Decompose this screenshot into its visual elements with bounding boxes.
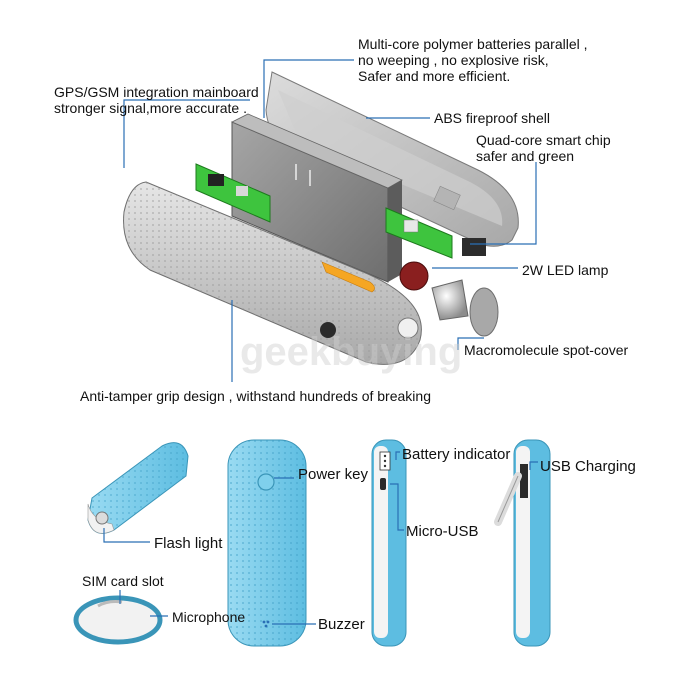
leader-lines-top	[123, 59, 537, 382]
device-front	[227, 439, 307, 647]
batteries-callout-line-1: Multi-core polymer batteries parallel ,	[358, 36, 588, 52]
grip-callout: Anti-tamper grip design , withstand hund…	[80, 388, 431, 404]
battery-indicator-label: Battery indicator	[402, 446, 511, 463]
chip-callout-line-2: safer and green	[476, 148, 575, 164]
flash-light-label: Flash light	[154, 535, 223, 552]
battery-block	[231, 113, 403, 283]
abs-shell	[265, 71, 519, 247]
shell-callout: ABS fireproof shell	[434, 110, 550, 126]
grip-body	[123, 181, 422, 365]
micro-usb-leader	[390, 483, 404, 531]
battery-indicator-leader	[395, 451, 400, 460]
device-end-cap	[73, 595, 163, 645]
mainboard-callout-line-2: stronger signal,more accurate .	[54, 100, 247, 116]
device-angled	[87, 442, 189, 534]
flash-light-leader	[103, 528, 150, 543]
mainboard-callout-line-1: GPS/GSM integration mainboard	[54, 84, 259, 100]
led-lamp-assembly	[399, 261, 499, 337]
chip-callout-line-1: Quad-core smart chip	[476, 132, 611, 148]
microphone-label: Microphone	[172, 609, 246, 625]
usb-charging-leader	[529, 461, 538, 470]
lamp-callout: 2W LED lamp	[522, 262, 609, 278]
power-key-label: Power key	[298, 466, 369, 483]
usb-charging-label: USB Charging	[540, 458, 636, 475]
batteries-callout-line-2: no weeping , no explosive risk,	[358, 52, 549, 68]
mainboard-pcb	[195, 163, 486, 259]
device-side-right	[494, 439, 551, 647]
device-side-left	[371, 439, 407, 647]
cover-callout: Macromolecule spot-cover	[464, 342, 629, 358]
batteries-callout-line-3: Safer and more efficient.	[358, 68, 511, 84]
sim-slot-label: SIM card slot	[82, 573, 164, 589]
micro-usb-label: Micro-USB	[406, 523, 479, 540]
buzzer-label: Buzzer	[318, 616, 365, 633]
watermark: geekbuying	[240, 330, 463, 374]
